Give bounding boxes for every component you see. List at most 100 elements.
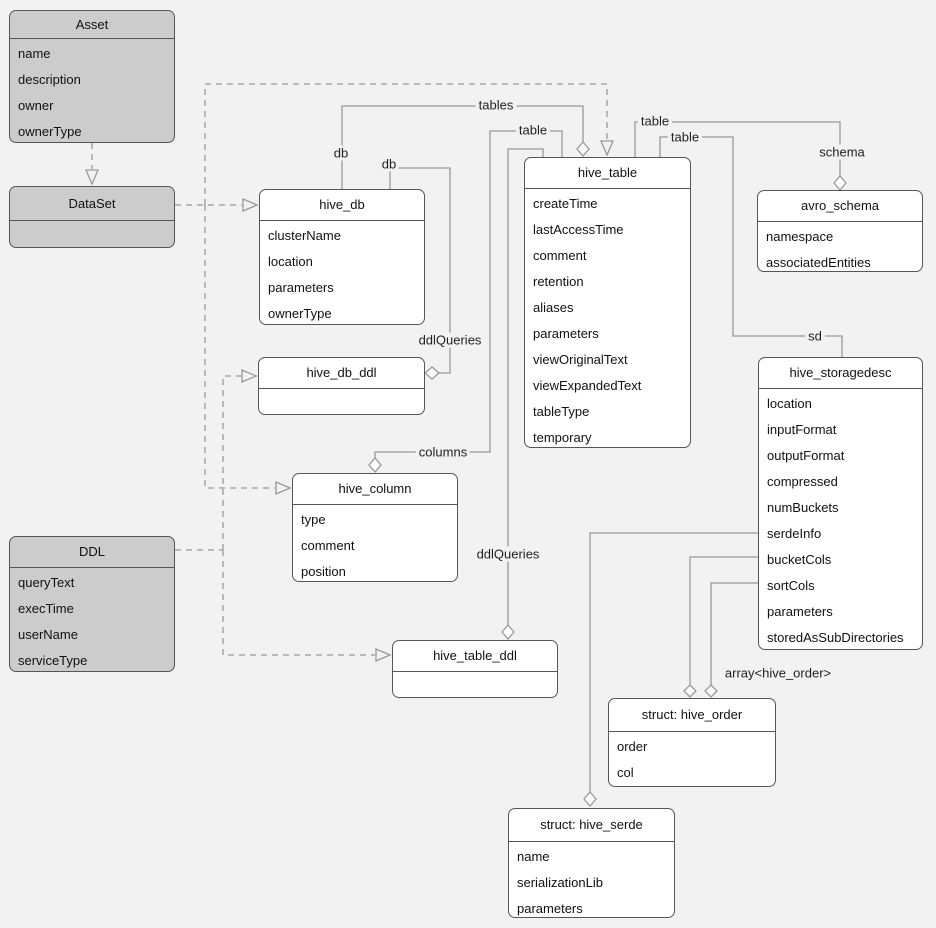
entity-title: hive_table xyxy=(525,158,690,189)
field-userName: userName xyxy=(18,627,78,642)
entity-title: Asset xyxy=(10,11,174,39)
entity-hive-serde[interactable]: struct: hive_serde name serializationLib p… xyxy=(508,808,675,918)
aggregation-diamond-hive-table-tables xyxy=(576,141,590,157)
edge-label-db-1: db xyxy=(330,145,352,161)
edge-label-ddlqueries-db: ddlQueries xyxy=(415,332,485,348)
field-aliases: aliases xyxy=(533,300,574,315)
entity-avro-schema[interactable]: avro_schema namespace associatedEntities xyxy=(757,190,923,272)
field-retention: retention xyxy=(533,274,584,289)
edge-label-sd: sd xyxy=(805,328,825,344)
edge-label-table-3: table xyxy=(667,129,703,145)
edge-label-array-hive-order: array<hive_order> xyxy=(721,665,835,681)
field-ownerType: ownerType xyxy=(268,306,332,321)
field-location: location xyxy=(268,254,313,269)
field-viewOriginalText: viewOriginalText xyxy=(533,352,628,367)
edge-ddl-hive-table-ddl xyxy=(222,550,375,656)
field-comment: comment xyxy=(301,538,355,553)
field-location: location xyxy=(767,396,812,411)
entity-title: hive_db_ddl xyxy=(259,358,424,389)
field-serializationLib: serializationLib xyxy=(517,875,603,890)
inheritance-arrow-hive-table-ddl xyxy=(375,648,392,662)
aggregation-diamond-hive-order-right xyxy=(704,684,718,698)
field-parameters: parameters xyxy=(268,280,334,295)
edge-storagedesc-serdeinfo-hive-serde xyxy=(589,532,758,792)
edge-storagedesc-sortcols-hive-order xyxy=(710,582,758,685)
field-order: order xyxy=(617,739,648,754)
edge-ddl-hive-db-ddl xyxy=(222,375,241,550)
entity-dataset[interactable]: DataSet xyxy=(9,186,175,248)
field-position: position xyxy=(301,564,346,579)
field-temporary: temporary xyxy=(533,430,592,445)
inheritance-arrow-dataset xyxy=(85,169,99,186)
entity-title: hive_db xyxy=(260,190,424,221)
field-createTime: createTime xyxy=(533,196,598,211)
edge-label-table-1: table xyxy=(515,122,551,138)
field-queryText: queryText xyxy=(18,575,75,590)
entity-fields: name serializationLib parameters xyxy=(509,842,674,922)
entity-ddl[interactable]: DDL queryText execTime userName serviceType xyxy=(9,536,175,672)
field-namespace: namespace xyxy=(766,229,834,244)
field-serviceType: serviceType xyxy=(18,653,88,668)
entity-hive-table[interactable]: hive_table createTime lastAccessTime comme… xyxy=(524,157,691,448)
entity-title: hive_table_ddl xyxy=(393,641,557,672)
edge-label-schema: schema xyxy=(816,144,868,160)
entity-title: struct: hive_order xyxy=(609,699,775,732)
entity-hive-order[interactable]: struct: hive_order order col xyxy=(608,698,776,787)
field-parameters: parameters xyxy=(517,901,583,916)
edge-label-table-2: table xyxy=(637,113,673,129)
aggregation-diamond-hive-db-ddl xyxy=(424,366,440,380)
aggregation-diamond-hive-order-left xyxy=(683,684,697,698)
edge-hive-table-sd-hive-storagedesc xyxy=(659,136,843,357)
field-description: description xyxy=(18,72,81,87)
field-type: type xyxy=(301,512,326,527)
field-name: name xyxy=(517,849,550,864)
edge-label-ddlqueries-table: ddlQueries xyxy=(473,546,543,562)
edge-hive-db-ddlqueries-hive-db-ddl xyxy=(389,167,451,374)
inheritance-arrow-hive-column xyxy=(275,481,292,495)
entity-hive-table-ddl[interactable]: hive_table_ddl xyxy=(392,640,558,698)
field-execTime: execTime xyxy=(18,601,74,616)
entity-title: avro_schema xyxy=(758,191,922,222)
entity-title: DDL xyxy=(10,537,174,568)
entity-fields: order col xyxy=(609,732,775,786)
field-lastAccessTime: lastAccessTime xyxy=(533,222,624,237)
entity-title: DataSet xyxy=(10,187,174,221)
aggregation-diamond-avro-schema xyxy=(833,175,847,191)
aggregation-diamond-hive-table-ddl xyxy=(501,624,515,640)
field-viewExpandedText: viewExpandedText xyxy=(533,378,642,393)
entity-title: hive_column xyxy=(293,474,457,505)
entity-hive-db-ddl[interactable]: hive_db_ddl xyxy=(258,357,425,415)
edge-label-columns: columns xyxy=(415,444,471,460)
field-sortCols: sortCols xyxy=(767,578,815,593)
field-comment: comment xyxy=(533,248,587,263)
field-outputFormat: outputFormat xyxy=(767,448,845,463)
entity-fields xyxy=(259,389,424,414)
entity-title: struct: hive_serde xyxy=(509,809,674,842)
entity-fields: type comment position xyxy=(293,505,457,585)
field-associatedEntities: associatedEntities xyxy=(766,255,871,270)
entity-fields: namespace associatedEntities xyxy=(758,222,922,276)
aggregation-diamond-hive-column xyxy=(368,457,382,473)
inheritance-arrow-hive-db xyxy=(242,198,259,212)
field-ownerType: ownerType xyxy=(18,124,82,139)
field-col: col xyxy=(617,765,634,780)
field-parameters: parameters xyxy=(767,604,833,619)
field-name: name xyxy=(18,46,51,61)
inheritance-arrow-hive-table xyxy=(600,140,614,157)
edge-storagedesc-bucketcols-hive-order xyxy=(689,556,758,685)
field-tableType: tableType xyxy=(533,404,590,419)
entity-fields: createTime lastAccessTime comment retention… xyxy=(525,189,690,451)
entity-title: hive_storagedesc xyxy=(759,358,922,389)
entity-fields xyxy=(10,221,174,247)
entity-hive-column[interactable]: hive_column type comment position xyxy=(292,473,458,582)
edge-dataset-hive-table xyxy=(204,83,608,205)
edge-hive-table-ddlqueries-hive-table-ddl xyxy=(507,148,544,625)
